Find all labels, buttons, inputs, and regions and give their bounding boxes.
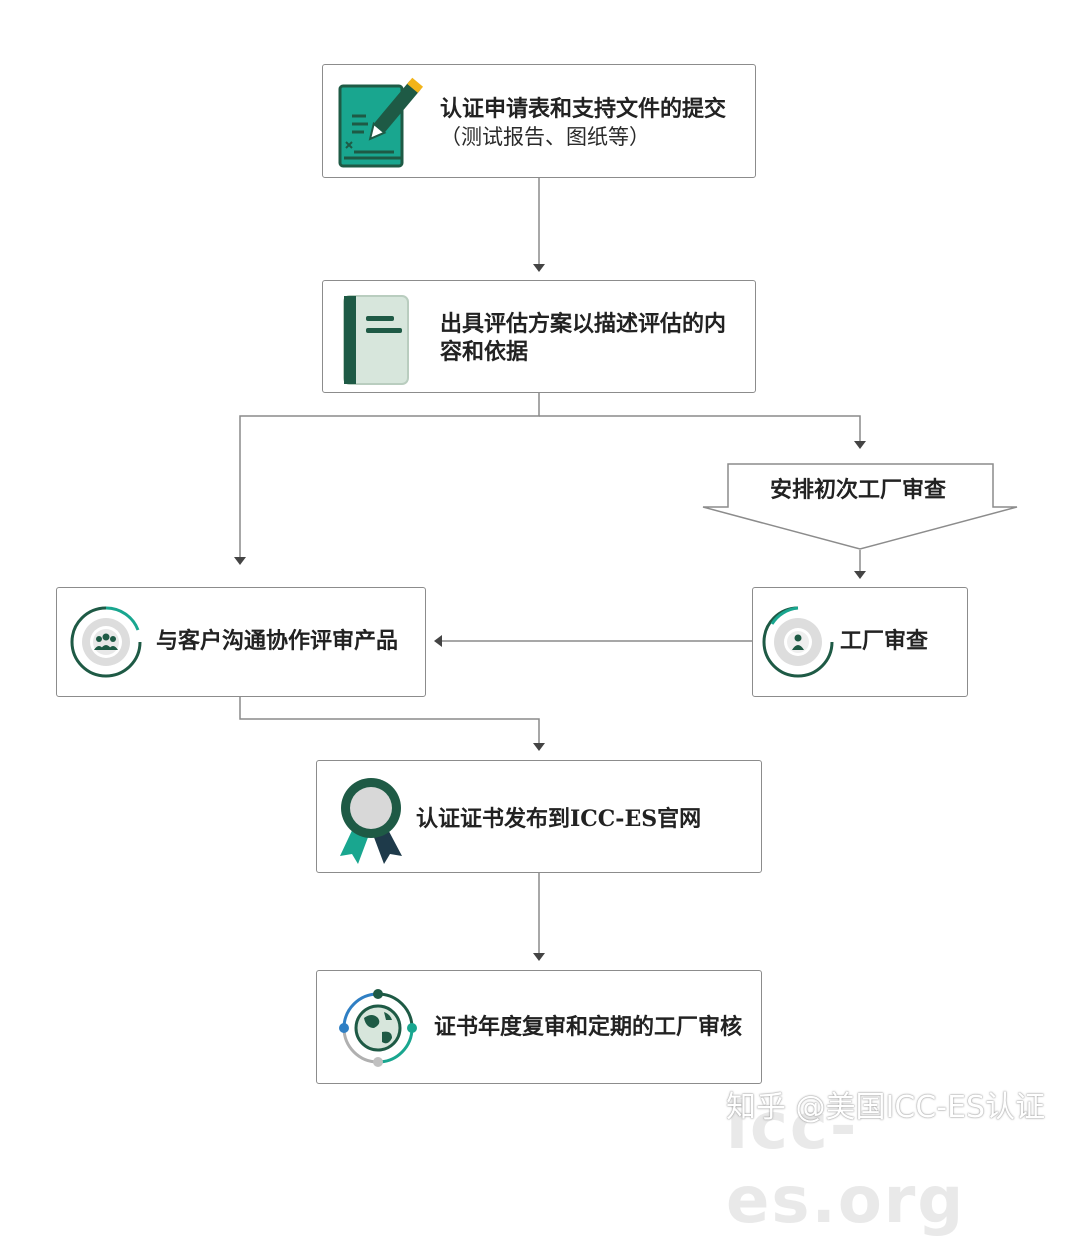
arrowhead-renew [533, 953, 545, 961]
submit-title: 认证申请表和支持文件的提交 [440, 96, 727, 122]
flowchart: 认证申请表和支持文件的提交 （测试报告、图纸等） 出具评估方案以描述评估的内 容… [56, 64, 1046, 1238]
arrowhead-plan [533, 264, 545, 272]
submit-subtitle: （测试报告、图纸等） [440, 125, 650, 149]
schedule-chevron [702, 463, 1018, 550]
globe-cycle-icon [339, 989, 417, 1067]
plan-line1: 出具评估方案以描述评估的内 [440, 311, 727, 337]
document-pencil-icon [338, 77, 424, 168]
award-ribbon-icon [340, 778, 402, 864]
renew-label: 证书年度复审和定期的工厂审核 [434, 1014, 743, 1040]
publish-label: 认证证书发布到ICC-ES官网 [416, 806, 702, 832]
arrowhead-collaborate-left [434, 635, 442, 647]
audit-label: 工厂审查 [840, 628, 929, 654]
submit-label: 认证申请表和支持文件的提交 （测试报告、图纸等） [440, 95, 726, 151]
connector-plan-schedule [539, 415, 861, 442]
connector-collaborate-publish [239, 697, 540, 744]
team-gear-icon [70, 606, 142, 678]
schedule-label: 安排初次工厂审查 [770, 477, 947, 503]
arrowhead-schedule [854, 441, 866, 449]
watermark-text: 知乎 @美国ICC-ES认证 [726, 1090, 1046, 1125]
collaborate-label: 与客户沟通协作评审产品 [156, 628, 399, 654]
book-icon [343, 295, 409, 385]
arrowhead-audit [854, 571, 866, 579]
arrowhead-collaborate [234, 557, 246, 565]
connectors [234, 178, 1018, 961]
connector-plan-split [239, 393, 540, 558]
arrowhead-publish [533, 743, 545, 751]
plan-line2: 容和依据 [440, 339, 529, 365]
person-gear-icon [762, 606, 834, 678]
plan-label: 出具评估方案以描述评估的内 容和依据 [440, 310, 726, 366]
